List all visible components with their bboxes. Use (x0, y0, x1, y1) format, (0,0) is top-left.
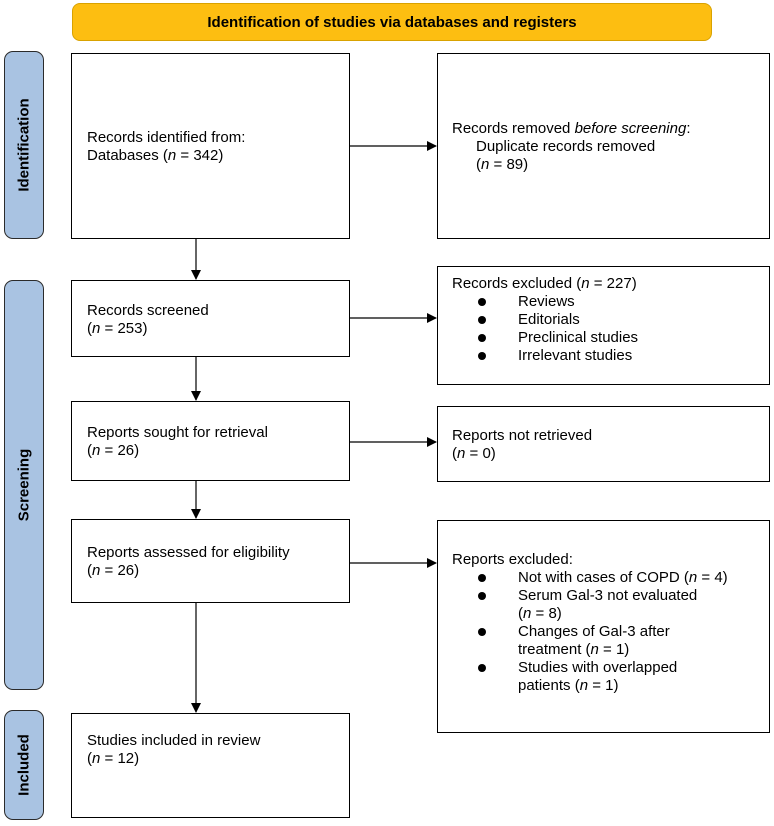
phase-identification: Identification (4, 51, 44, 239)
records-excluded-box: Records excluded (n = 227) Reviews Edito… (437, 266, 770, 385)
records-removed-line1: Records removed before screening: (452, 120, 691, 137)
reports-assessed-line2: (n = 26) (87, 562, 140, 579)
list-item: Reviews (452, 293, 765, 311)
reports-sought-line2: (n = 26) (87, 442, 140, 459)
reports-excluded-list: Not with cases of COPD (n = 4) Serum Gal… (452, 569, 765, 695)
records-excluded-list: Reviews Editorials Preclinical studies I… (452, 293, 765, 365)
reports-assessed-line1: Reports assessed for eligibility (87, 544, 290, 561)
list-item: Not with cases of COPD (n = 4) (452, 569, 765, 587)
reports-excluded-box: Reports excluded: Not with cases of COPD… (437, 520, 770, 733)
reports-assessed-box: Reports assessed for eligibility (n = 26… (71, 519, 350, 603)
records-removed-line3: (n = 89) (476, 156, 529, 173)
phase-screening: Screening (4, 280, 44, 690)
list-item: Irrelevant studies (452, 347, 765, 365)
list-item: Studies with overlapped patients (n = 1) (452, 659, 765, 695)
records-removed-box: Records removed before screening: Duplic… (437, 53, 770, 239)
studies-included-line2: (n = 12) (87, 750, 140, 767)
reports-sought-box: Reports sought for retrieval (n = 26) (71, 401, 350, 481)
list-item: Editorials (452, 311, 765, 329)
records-excluded-title: Records excluded (n = 227) (452, 275, 637, 292)
reports-not-retrieved-line2: (n = 0) (452, 445, 496, 462)
header-title: Identification of studies via databases … (207, 13, 577, 31)
studies-included-line1: Studies included in review (87, 732, 261, 749)
list-item: Preclinical studies (452, 329, 765, 347)
records-removed-line2: Duplicate records removed (476, 138, 656, 155)
records-identified-box: Records identified from: Databases (n = … (71, 53, 350, 239)
header-banner: Identification of studies via databases … (72, 3, 712, 41)
reports-not-retrieved-box: Reports not retrieved (n = 0) (437, 406, 770, 482)
studies-included-box: Studies included in review (n = 12) (71, 713, 350, 818)
reports-excluded-title: Reports excluded: (452, 551, 573, 568)
records-screened-box: Records screened (n = 253) (71, 280, 350, 357)
records-identified-line2: Databases (n = 342) (87, 147, 224, 164)
reports-not-retrieved-line1: Reports not retrieved (452, 427, 593, 444)
records-screened-line2: (n = 253) (87, 320, 148, 337)
reports-sought-line1: Reports sought for retrieval (87, 424, 268, 441)
list-item: Serum Gal-3 not evaluated (n = 8) (452, 587, 765, 623)
phase-included: Included (4, 710, 44, 820)
list-item: Changes of Gal-3 after treatment (n = 1) (452, 623, 765, 659)
records-identified-line1: Records identified from: (87, 129, 246, 146)
records-screened-line1: Records screened (87, 302, 209, 319)
